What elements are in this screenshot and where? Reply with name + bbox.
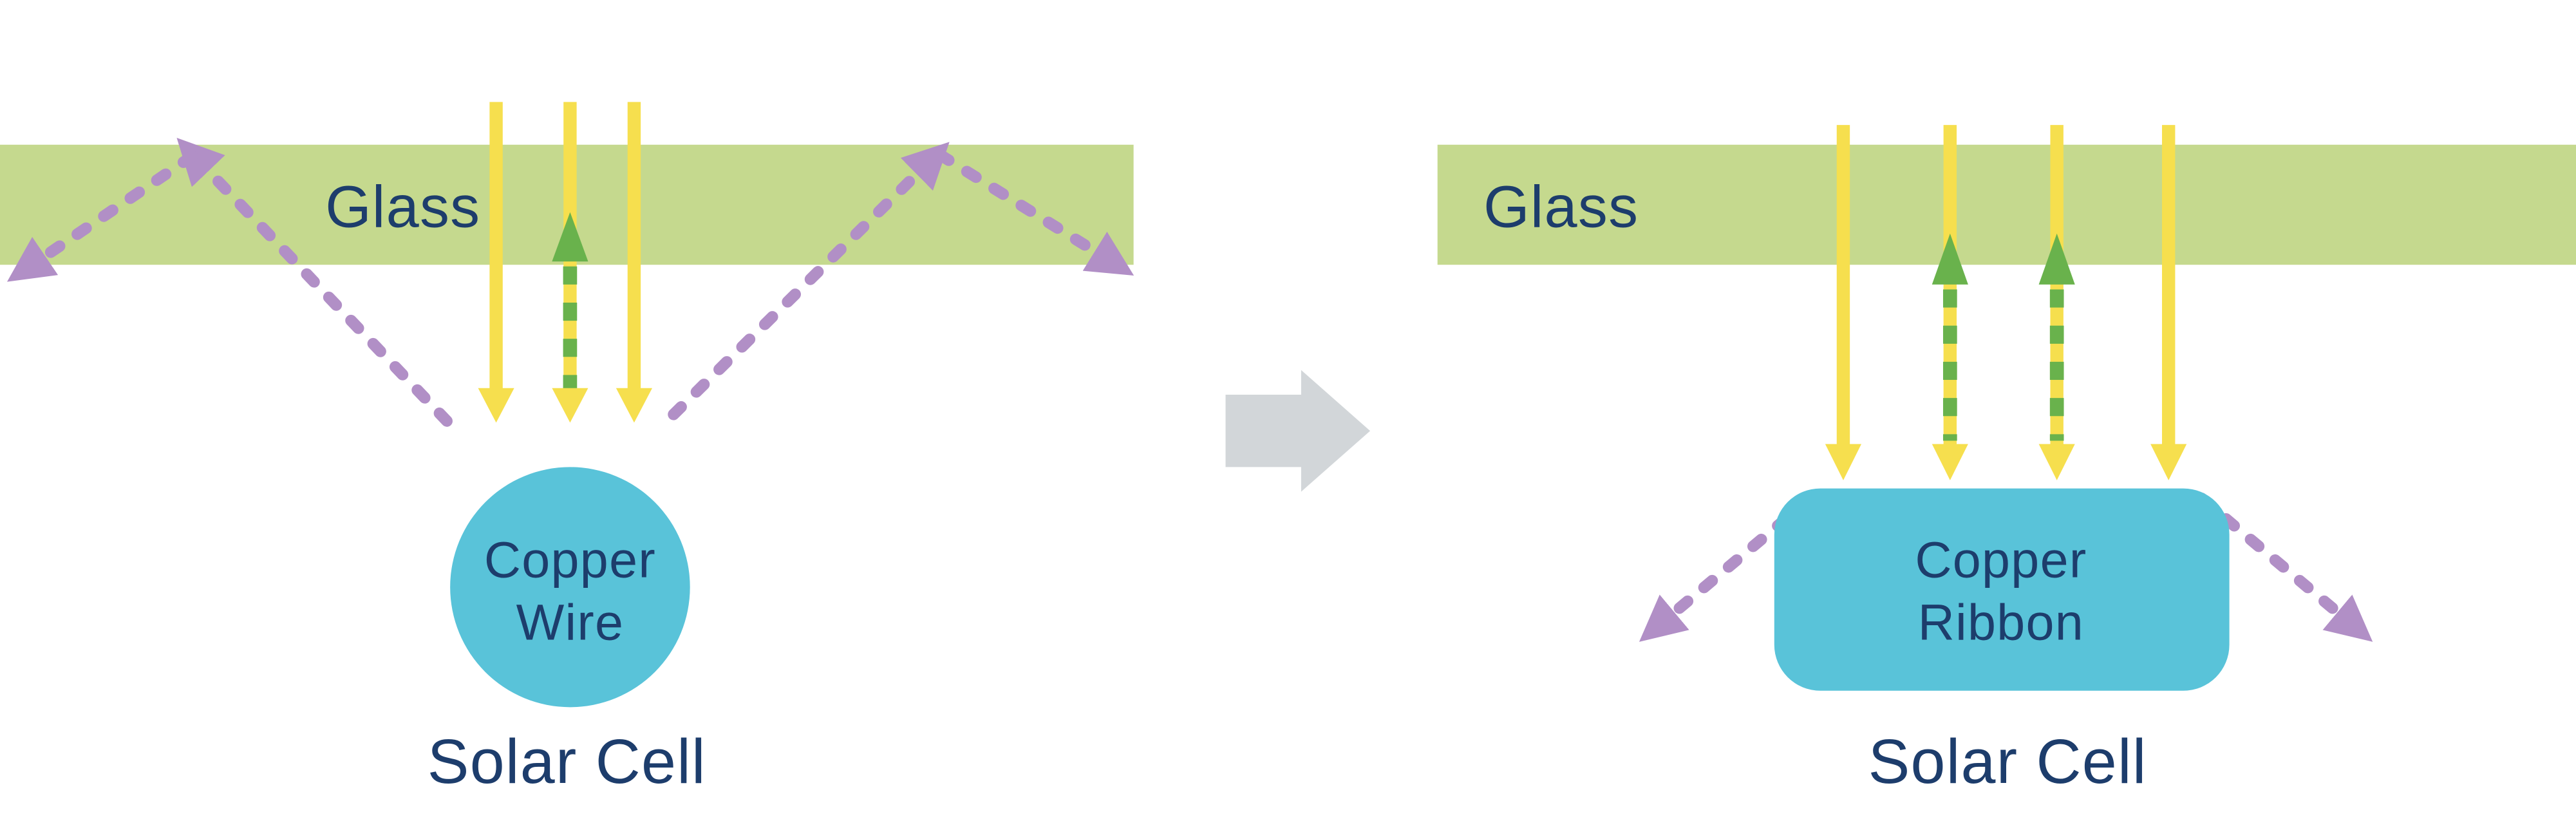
glass-label: Glass <box>325 174 480 240</box>
scattered-light-arrow <box>6 150 198 282</box>
copper-ribbon-label-line2: Ribbon <box>1918 594 2084 651</box>
glass-layer <box>1437 144 2576 265</box>
sunlight-arrowhead-icon <box>2150 444 2187 480</box>
sunlight-arrowhead-icon <box>552 388 588 423</box>
reflected-light-arrowhead-icon <box>1932 233 1968 285</box>
sunlight-arrowhead-icon <box>1825 444 1862 480</box>
scattered-light-arrow <box>176 138 453 427</box>
copper-ribbon <box>1774 488 2230 691</box>
glass-label: Glass <box>1483 174 1639 240</box>
copper-wire-label-line2: Wire <box>516 594 625 651</box>
right-panel: Glass Copper Ribbon Solar Cell <box>1437 125 2576 796</box>
copper-ribbon-label-line1: Copper <box>1915 531 2087 588</box>
scattered-light-arrow <box>934 149 1134 276</box>
copper-wire-label-line1: Copper <box>484 531 656 588</box>
reflected-light-arrowhead-icon <box>2038 233 2075 285</box>
copper-wire <box>450 467 690 708</box>
solar-cell-caption: Solar Cell <box>1868 726 2147 796</box>
sunlight-arrowhead-icon <box>1932 444 1968 480</box>
solar-cell-caption: Solar Cell <box>428 726 706 796</box>
transition-arrow-icon <box>1225 370 1371 492</box>
reflected-light-arrowhead-icon <box>552 212 588 262</box>
left-panel: Glass Copper Wire Solar Cell <box>0 102 1134 796</box>
scattered-light-arrow <box>668 142 950 420</box>
sunlight-arrowhead-icon <box>478 388 514 423</box>
sunlight-arrowhead-icon <box>2038 444 2075 480</box>
sunlight-arrowhead-icon <box>616 388 653 423</box>
